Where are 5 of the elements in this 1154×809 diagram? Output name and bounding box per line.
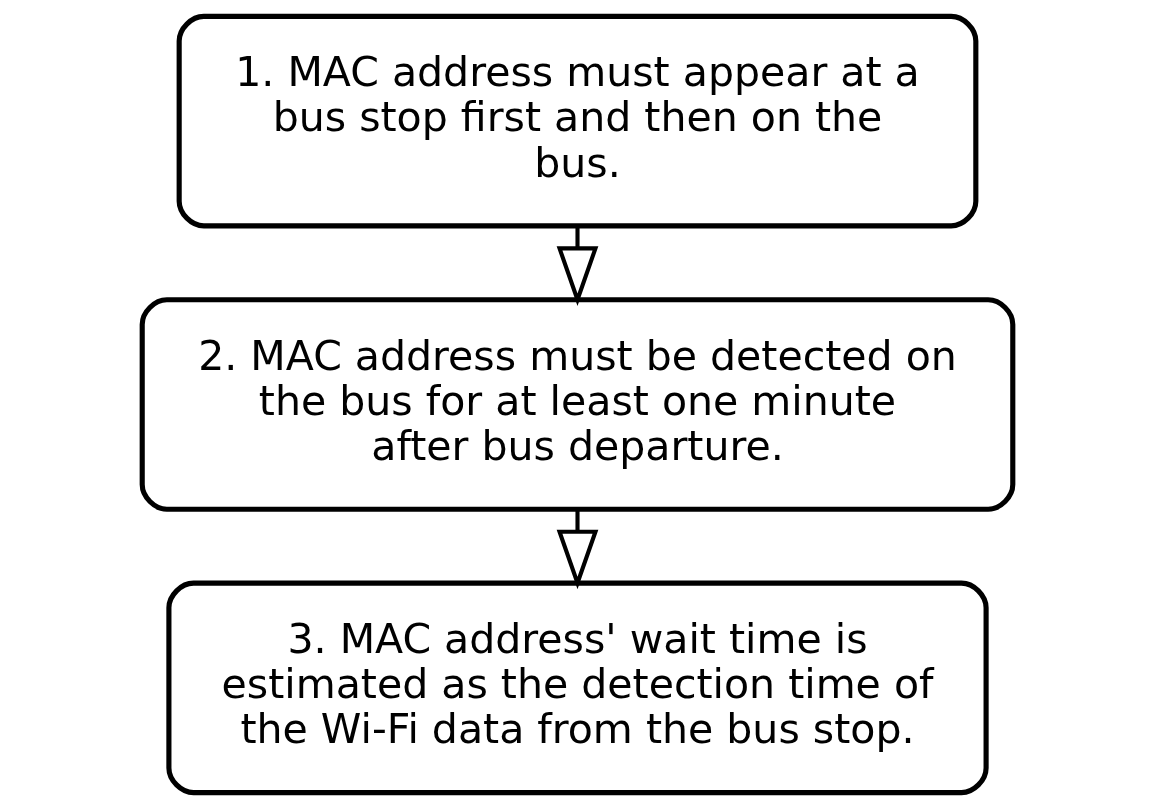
node-box: 2. MAC address must be detected on the bus for at least one minute after bus departure. (139, 297, 1015, 512)
node-box: 3. MAC address' wait time is estimated as the detection time of the Wi-Fi data from the bus stop. (165, 580, 989, 796)
arrow (556, 226, 598, 306)
node-box: 1. MAC address must appear at a bus stop first and then on the bus. (176, 13, 978, 229)
arrow (556, 509, 598, 590)
